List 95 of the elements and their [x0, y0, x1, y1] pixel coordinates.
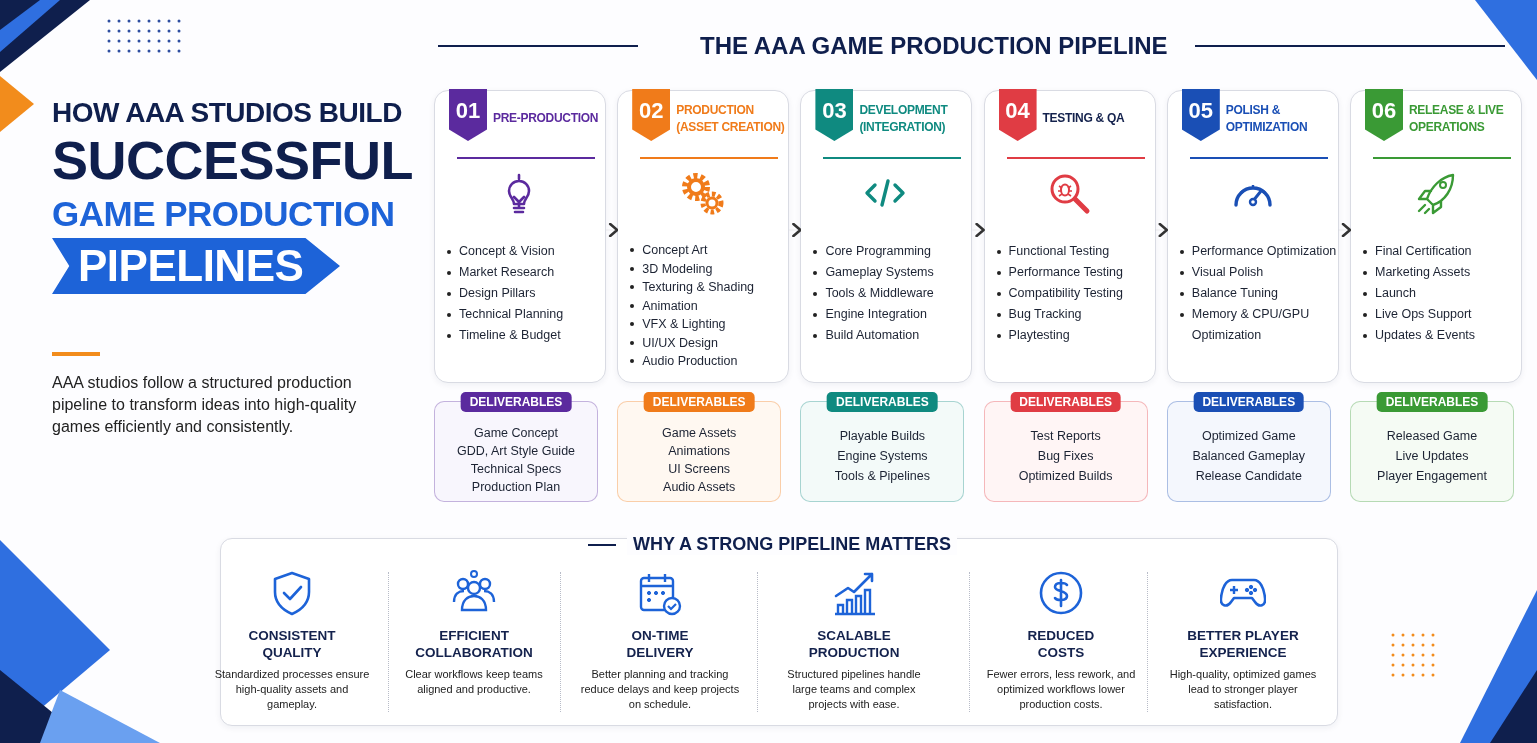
list-item: Timeline & Budget — [459, 327, 562, 344]
chevron-arrow — [1338, 222, 1352, 238]
stage-card — [983, 90, 1156, 383]
list-item: Memory & CPU/GPU Optimization — [1191, 306, 1311, 344]
benefit-description: Better planning and tracking reduce delays and keep projects on schedule. — [580, 667, 740, 712]
stage-card — [800, 90, 973, 383]
list-item: Gameplay Systems — [825, 264, 934, 281]
chevron-arrow — [971, 222, 985, 238]
stage-title: PRE-PRODUCTION — [493, 110, 600, 127]
deliverable-item: Bug Fixes — [1036, 448, 1095, 465]
section-tag: DELIVERABLES — [1376, 392, 1488, 412]
deliverable-item: GDD, Art Style Guide — [455, 443, 577, 460]
list-item: Design Pillars — [459, 285, 537, 302]
list-item: Performance Optimization — [1191, 243, 1338, 260]
section-tag: DELIVERABLES — [1010, 392, 1121, 412]
list-item: Performance Testing — [1008, 264, 1123, 281]
deliverable-item: Release Candidate — [1194, 468, 1303, 485]
deliverable-item: Test Reports — [1029, 428, 1102, 445]
section-heading: THE AAA GAME PRODUCTION PIPELINE — [700, 32, 1168, 60]
benefit-description: High-quality, optimized games lead to stronger player satisfaction. — [1168, 667, 1318, 712]
deliverable-item: Balanced Gameplay — [1191, 448, 1307, 465]
benefit-description: Clear workflows keep teams aligned and productive. — [404, 667, 544, 697]
list-item: Balance Tuning — [1191, 285, 1279, 302]
benefit-title: BETTER PLAYER EXPERIENCE — [1186, 627, 1300, 661]
section-tag: DELIVERABLES — [1193, 392, 1305, 412]
deliverable-item: Game Assets — [661, 425, 738, 442]
list-item: Final Certification — [1375, 243, 1473, 260]
deliverable-item: Tools & Pipelines — [833, 468, 931, 485]
deliverable-item: Production Plan — [470, 479, 562, 496]
stage-card — [1350, 90, 1522, 383]
list-item: Updates & Events — [1375, 327, 1476, 344]
stage-title: POLISH & OPTIMIZATION — [1225, 102, 1309, 136]
stage-card — [617, 90, 790, 383]
deliverable-item: Optimized Builds — [1017, 468, 1114, 485]
deliverable-item: Engine Systems — [836, 448, 929, 465]
deliverable-item: Player Engagement — [1376, 468, 1488, 485]
list-item: Audio Production — [642, 353, 739, 370]
main-title: HOW AAA STUDIOS BUILD SUCCESSFUL GAME PRODUCTION PIPELINES — [52, 96, 422, 294]
step-number-badge: 02 — [632, 89, 671, 141]
list-item: Playtesting — [1008, 327, 1071, 344]
benefit-description: Standardized processes ensure high-quality assets and gameplay. — [213, 667, 371, 712]
benefit-title: SCALABLE PRODUCTION — [807, 627, 901, 661]
stage-title: DEVELOPMENT (INTEGRATION) — [859, 102, 949, 136]
deliverable-item: Live Updates — [1394, 448, 1470, 465]
benefit-title: CONSISTENT QUALITY — [247, 627, 337, 661]
section-tag: DELIVERABLES — [827, 392, 938, 412]
step-number-badge: 03 — [815, 89, 854, 141]
deliverable-item: Optimized Game — [1200, 428, 1297, 445]
stage-title: PRODUCTION (ASSET CREATION) — [676, 102, 786, 136]
list-item: 3D Modeling — [642, 260, 714, 278]
benefit-title: ON-TIME DELIVERY — [625, 627, 695, 661]
chevron-arrow — [605, 222, 619, 238]
list-item: Core Programming — [825, 243, 932, 260]
list-item: Animation — [642, 297, 699, 315]
list-item: Live Ops Support — [1375, 306, 1473, 323]
deliverable-item: Playable Builds — [838, 428, 927, 445]
chevron-arrow — [1155, 222, 1169, 238]
section-tag: DELIVERABLES — [460, 392, 572, 412]
benefit-description: Structured pipelines handle large teams and complex projects with ease. — [786, 667, 922, 712]
list-item: Build Automation — [825, 327, 921, 344]
step-number-badge: 06 — [1365, 89, 1403, 141]
deliverable-item: Technical Specs — [469, 461, 563, 478]
list-item: Compatibility Testing — [1008, 285, 1123, 302]
list-item: Bug Tracking — [1008, 306, 1083, 323]
list-item: Concept & Vision — [459, 243, 556, 260]
list-item: Tools & Middleware — [825, 285, 934, 302]
list-item: Market Research — [459, 264, 556, 281]
intro-paragraph: AAA studios follow a structured production pipeline to transform ideas into high-quality games efficiently and consistently. — [52, 373, 358, 437]
benefit-title: REDUCED COSTS — [1026, 627, 1096, 661]
benefit-description: Fewer errors, less rework, and optimized workflows lower production costs. — [985, 667, 1137, 712]
list-item: Launch — [1375, 285, 1417, 302]
list-item: Texturing & Shading — [642, 279, 755, 296]
deliverable-item: UI Screens — [667, 461, 732, 478]
list-item: Visual Polish — [1191, 264, 1265, 281]
deliverable-item: Released Game — [1385, 428, 1479, 445]
deliverable-item: Audio Assets — [662, 479, 737, 496]
list-item: Technical Planning — [459, 306, 564, 323]
list-item: Functional Testing — [1008, 243, 1111, 260]
stage-card — [1166, 90, 1339, 383]
step-number-badge: 04 — [998, 89, 1037, 141]
step-number-badge: 05 — [1181, 89, 1220, 141]
list-item: Marketing Assets — [1375, 264, 1472, 281]
benefit-title: EFFICIENT COLLABORATION — [414, 627, 534, 661]
chevron-arrow — [788, 222, 802, 238]
stage-title: TESTING & QA — [1042, 110, 1126, 127]
list-item: VFX & Lighting — [642, 316, 727, 333]
deliverable-item: Game Concept — [472, 425, 560, 442]
stage-card — [434, 90, 606, 383]
step-number-badge: 01 — [449, 89, 487, 141]
deliverable-item: Animations — [667, 443, 732, 460]
section-tag: DELIVERABLES — [643, 392, 755, 412]
list-item: Engine Integration — [825, 306, 928, 323]
list-item: UI/UX Design — [642, 334, 719, 352]
list-item: Concept Art — [642, 242, 709, 259]
stage-title: RELEASE & LIVE OPERATIONS — [1409, 102, 1505, 136]
